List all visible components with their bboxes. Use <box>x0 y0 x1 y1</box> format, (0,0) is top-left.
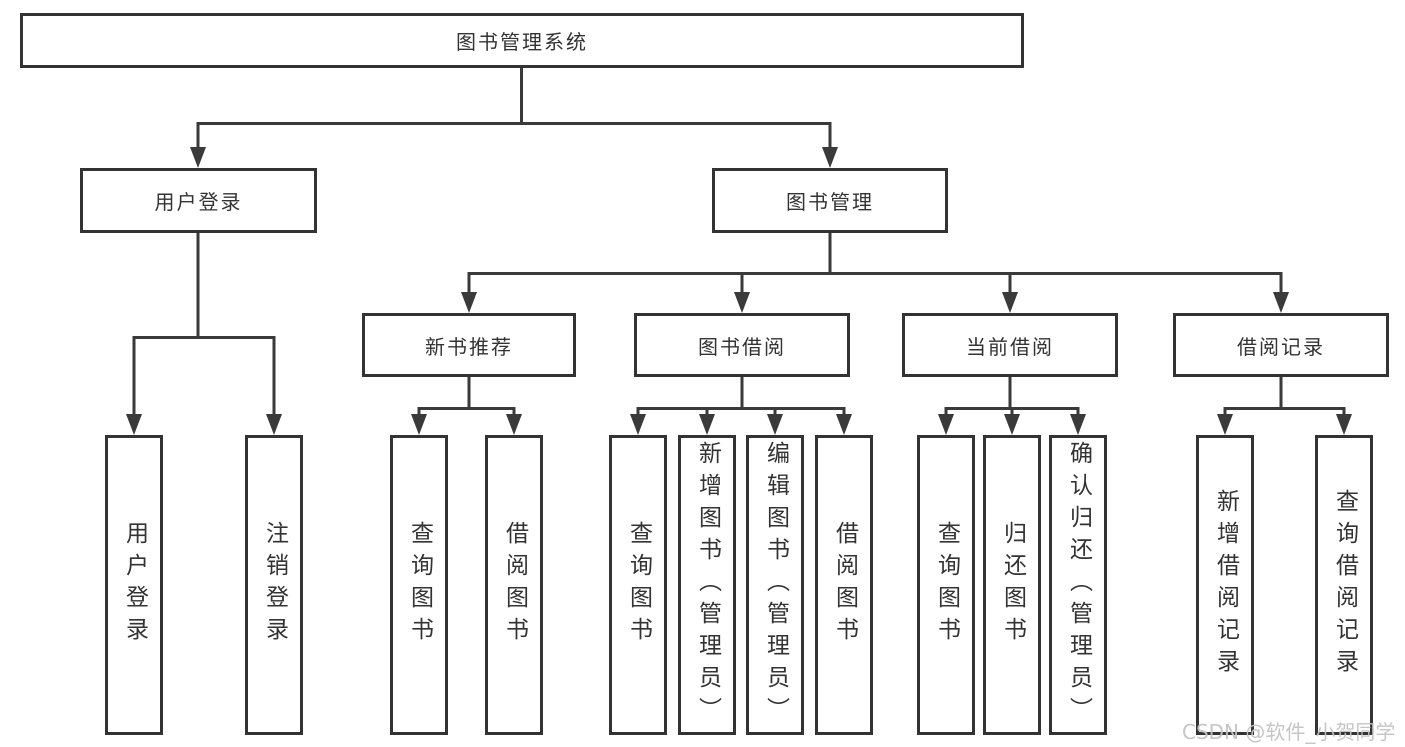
leaf-logout: 注销登录 <box>245 435 303 735</box>
node-system-root: 图书管理系统 <box>20 13 1024 68</box>
leaf-confirm-return-admin: 确认归还（管理员） <box>1049 435 1107 735</box>
leaf-query-books-borrow: 查询图书 <box>609 435 667 735</box>
leaf-query-books-recommend: 查询图书 <box>390 435 448 735</box>
connector-bookmgmt-to-level3 <box>467 233 1283 294</box>
connector-current-to-leaves <box>944 377 1080 416</box>
node-label: 图书管理系统 <box>456 30 588 54</box>
node-label: 新书推荐 <box>425 334 513 359</box>
leaf-label: 新增图书（管理员） <box>694 441 721 729</box>
node-label: 借阅记录 <box>1237 334 1325 359</box>
leaf-label: 查询图书 <box>625 521 652 649</box>
leaf-label: 借阅图书 <box>501 521 528 649</box>
node-book-management: 图书管理 <box>712 168 948 233</box>
csdn-watermark: CSDN @软件_小贺同学 <box>1182 720 1396 744</box>
node-label: 用户登录 <box>154 190 243 214</box>
node-new-book-recommend: 新书推荐 <box>362 313 576 377</box>
leaf-add-books-admin: 新增图书（管理员） <box>678 435 736 735</box>
leaf-user-login: 用户登录 <box>105 435 163 735</box>
node-book-borrowing: 图书借阅 <box>634 313 850 377</box>
leaf-return-books: 归还图书 <box>983 435 1041 735</box>
leaf-label: 查询图书 <box>933 521 960 649</box>
node-label: 图书管理 <box>786 190 874 214</box>
connector-newbook-to-leaves <box>417 377 516 416</box>
leaf-edit-books-admin: 编辑图书（管理员） <box>746 435 804 735</box>
leaf-label: 查询借阅记录 <box>1331 489 1358 681</box>
leaf-add-borrow-record: 新增借阅记录 <box>1196 435 1254 735</box>
node-current-borrowing: 当前借阅 <box>902 313 1118 377</box>
leaf-borrow-books-recommend: 借阅图书 <box>485 435 543 735</box>
leaf-query-borrow-record: 查询借阅记录 <box>1315 435 1373 735</box>
leaf-label: 编辑图书（管理员） <box>762 441 789 729</box>
leaf-label: 归还图书 <box>999 521 1026 649</box>
node-label: 图书借阅 <box>698 334 786 359</box>
connector-root-to-level2 <box>196 68 832 149</box>
arrowheads <box>126 147 1352 435</box>
leaf-borrow-books: 借阅图书 <box>815 435 873 735</box>
leaf-query-books-current: 查询图书 <box>917 435 975 735</box>
leaf-label: 用户登录 <box>121 521 148 649</box>
connector-borrow-to-leaves <box>636 377 846 416</box>
leaf-label: 确认归还（管理员） <box>1065 441 1092 729</box>
leaf-label: 借阅图书 <box>831 521 858 649</box>
connector-userlogin-to-leaves <box>132 233 276 416</box>
node-user-login: 用户登录 <box>80 168 317 233</box>
connector-records-to-leaves <box>1223 377 1346 416</box>
leaf-label: 新增借阅记录 <box>1212 489 1239 681</box>
node-borrowing-records: 借阅记录 <box>1173 313 1389 377</box>
leaf-label: 查询图书 <box>406 521 433 649</box>
node-label: 当前借阅 <box>966 334 1054 359</box>
leaf-label: 注销登录 <box>261 521 288 649</box>
